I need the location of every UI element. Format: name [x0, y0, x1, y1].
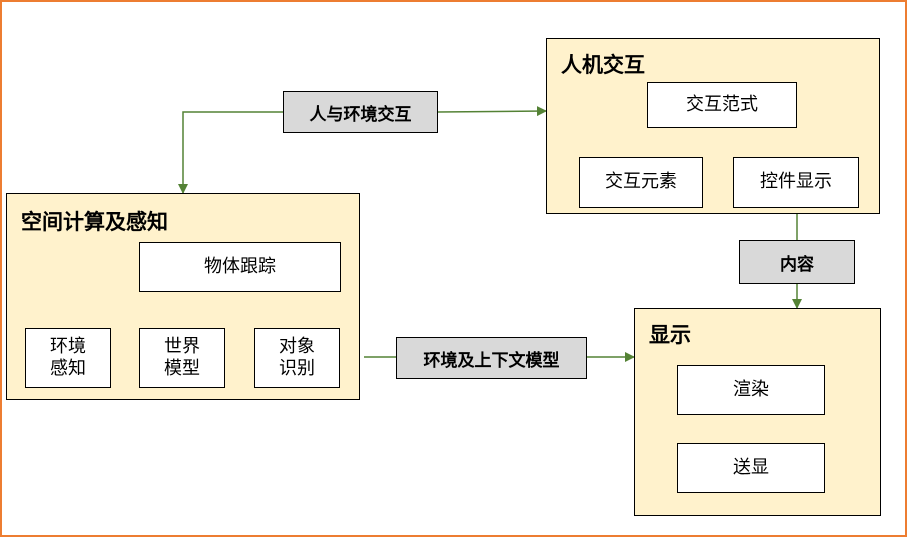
panel-hci: 人机交互 交互范式 交互元素 控件显示	[546, 38, 880, 214]
panel-title: 空间计算及感知	[21, 210, 168, 234]
tag-environment-context-model: 环境及上下文模型	[396, 337, 587, 379]
tag-content: 内容	[739, 240, 855, 284]
panel-title: 显示	[649, 323, 691, 347]
box-object-recognition: 对象识别	[254, 328, 340, 388]
box-world-model: 世界模型	[139, 328, 225, 388]
box-rendering: 渲染	[677, 365, 825, 415]
box-interaction-elements: 交互元素	[579, 157, 703, 208]
box-label: 世界模型	[164, 335, 200, 380]
box-label: 环境感知	[50, 335, 86, 380]
panel-display: 显示 渲染 送显	[634, 308, 881, 516]
box-interaction-paradigm: 交互范式	[647, 82, 797, 128]
box-control-display: 控件显示	[733, 157, 859, 208]
panel-spatial-computing: 空间计算及感知 物体跟踪 环境感知 世界模型 对象识别	[6, 193, 360, 400]
arrow-human-env-right	[437, 106, 547, 117]
arrow-human-env-down	[178, 111, 283, 194]
box-label: 对象识别	[279, 335, 315, 380]
box-environment-sensing: 环境感知	[25, 328, 111, 388]
panel-title: 人机交互	[561, 53, 645, 77]
tag-human-environment-interaction: 人与环境交互	[283, 91, 438, 133]
box-send-display: 送显	[677, 443, 825, 493]
box-object-tracking: 物体跟踪	[139, 242, 341, 292]
